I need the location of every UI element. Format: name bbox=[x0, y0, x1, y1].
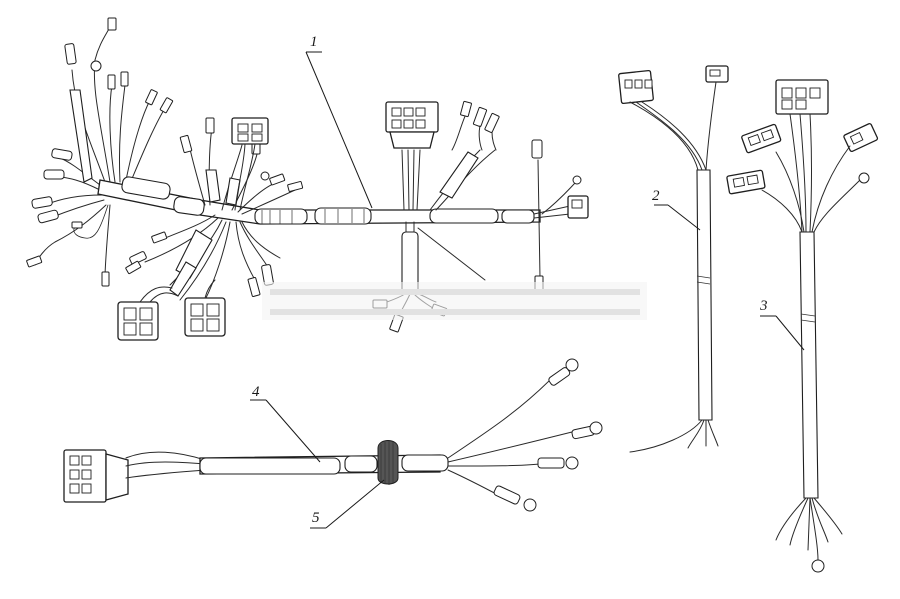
harness-4: 4 5 bbox=[63, 358, 603, 529]
callout-4: 4 bbox=[250, 384, 321, 463]
harness-1-left-terminals bbox=[26, 17, 174, 287]
harness-1-connector-b bbox=[117, 286, 179, 341]
callout-3: 3 bbox=[759, 298, 805, 351]
callout-1: 1 bbox=[305, 34, 373, 209]
harness-1: 1 bbox=[26, 17, 589, 341]
harness-2: 2 bbox=[618, 65, 729, 453]
callout-2: 2 bbox=[652, 188, 701, 231]
harness-1-connector-a bbox=[231, 117, 269, 211]
callout-5: 5 bbox=[310, 479, 385, 529]
callout-2-label: 2 bbox=[652, 188, 660, 204]
watermark-band bbox=[262, 282, 647, 320]
harness-4-connector bbox=[63, 449, 129, 503]
harness-1-connector-c bbox=[184, 279, 226, 337]
harness-4-terminals bbox=[493, 358, 603, 512]
harness-1-trunk bbox=[97, 179, 541, 225]
callout-1-label: 1 bbox=[310, 34, 318, 50]
harness-1-trunk-sleeves bbox=[121, 176, 535, 225]
harness-1-lower-branches bbox=[125, 214, 281, 301]
clamp-5 bbox=[377, 440, 399, 485]
callout-4-label: 4 bbox=[252, 384, 260, 400]
callout-3-label: 3 bbox=[759, 298, 768, 314]
harness-1-right-branches bbox=[429, 100, 589, 293]
harness-3: 3 bbox=[726, 79, 879, 573]
callout-5-label: 5 bbox=[312, 510, 320, 526]
